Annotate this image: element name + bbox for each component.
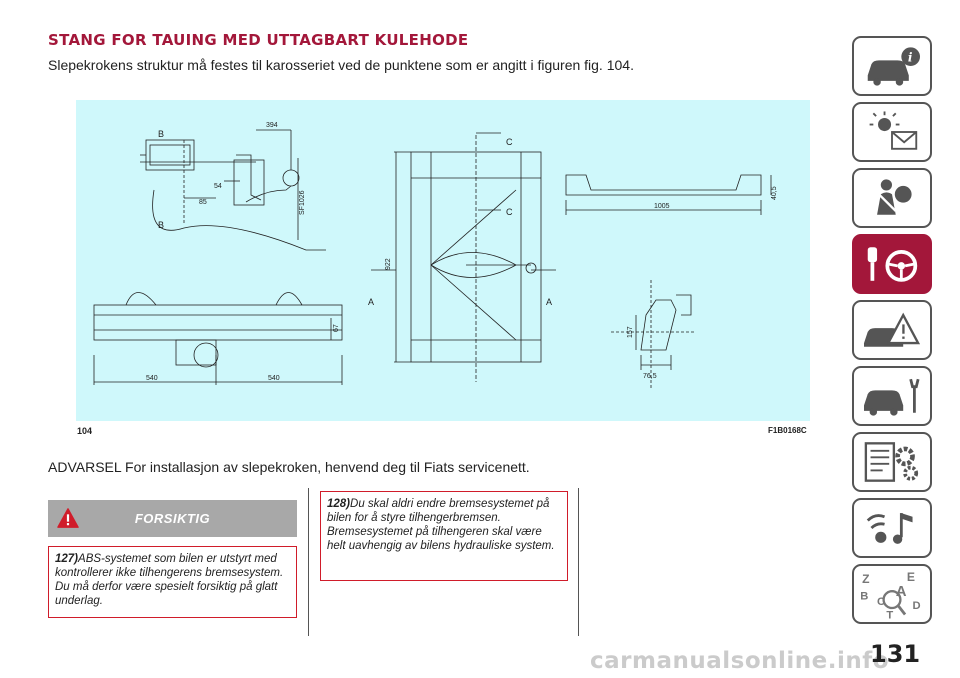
caution-header: FORSIKTIG (48, 500, 297, 537)
lights-message-icon (869, 111, 918, 150)
note-128: 128)Du skal aldri endre bremsesystemet p… (320, 491, 568, 581)
dim-922: 922 (385, 258, 392, 270)
figure-code: F1B0168C (768, 426, 807, 435)
dim-67: 67 (333, 324, 340, 332)
media-music-icon (866, 513, 913, 544)
dim-540-left: 540 (146, 375, 158, 382)
note-128-text: Du skal aldri endre bremsesystemet på bi… (327, 498, 555, 552)
dim-sw: SF1026 (299, 190, 306, 215)
index-letter-b: B (860, 591, 868, 603)
dim-540-right: 540 (268, 375, 280, 382)
car-warning-icon (864, 312, 921, 347)
note-127-number: 127) (55, 553, 79, 565)
watermark: carmanualsonline.info (590, 648, 890, 674)
tab-car-warning[interactable] (852, 300, 932, 360)
index-letter-t: T (886, 609, 893, 621)
tab-seatbelt-airbag[interactable] (852, 168, 932, 228)
warning-triangle-icon (57, 508, 79, 528)
label-c-mid: C (506, 207, 513, 217)
label-a-left: A (368, 297, 374, 307)
label-b-top: B (158, 129, 164, 139)
top-frame-rib-a (430, 189, 517, 266)
warning-paragraph: ADVARSEL For installasjon av slepekroken… (48, 459, 530, 475)
column-divider-left (308, 488, 309, 636)
figure-number: 104 (77, 426, 93, 436)
section-title: STANG FOR TAUING MED UTTAGBART KULEHODE (48, 31, 469, 49)
dim-54: 54 (214, 183, 222, 190)
car-info-icon: i (867, 47, 920, 86)
tab-specs-gears[interactable] (852, 432, 932, 492)
side-view-bracket (145, 139, 195, 171)
dim-76-5: 76,5 (643, 373, 657, 380)
side-view-bumper-curve (152, 189, 326, 251)
tab-key-steering-wheel[interactable] (852, 234, 932, 294)
specs-gears-icon (864, 442, 919, 482)
detail-bracket (640, 299, 677, 351)
note-128-number: 128) (327, 498, 351, 510)
index-letter-c: C (877, 596, 885, 608)
column-divider-right (578, 488, 579, 636)
tab-car-wrench[interactable] (852, 366, 932, 426)
index-letter-d: D (913, 600, 921, 612)
rear-view-bar (93, 304, 343, 341)
dim-157: 157 (627, 326, 634, 338)
page-number: 131 (870, 640, 921, 668)
drawing-svg: B B C C A A 394 54 85 SF1026 922 1005 40… (93, 122, 778, 390)
car-wrench-icon (864, 378, 920, 416)
tow-bar-technical-drawing: B B C C A A 394 54 85 SF1026 922 1005 40… (76, 100, 810, 421)
caution-title: FORSIKTIG (134, 511, 211, 526)
index-letter-e: E (907, 570, 915, 584)
tab-alphabet-index[interactable]: Z E A B C T D (852, 564, 932, 624)
label-a-right: A (546, 297, 552, 307)
label-c-top: C (506, 137, 513, 147)
label-b-bottom: B (158, 220, 164, 230)
dim-40-5: 40,5 (771, 186, 778, 200)
alphabet-index-icon: Z E A B C T D (860, 570, 921, 621)
note-127-text: ABS-systemet som bilen er utstyrt med ko… (55, 553, 284, 607)
tab-car-info[interactable]: i (852, 36, 932, 96)
index-letter-a: A (896, 583, 907, 600)
tab-lights-message[interactable] (852, 102, 932, 162)
cross-bar-outline (565, 174, 762, 196)
magnifier-icon (882, 590, 902, 610)
svg-text:i: i (908, 50, 913, 64)
tab-media-music[interactable] (852, 498, 932, 558)
dim-1005: 1005 (654, 203, 670, 210)
dim-394: 394 (266, 122, 278, 129)
side-view-arm (236, 154, 262, 201)
seatbelt-airbag-icon (877, 179, 912, 215)
top-frame-outline (410, 151, 542, 363)
index-letter-z: Z (862, 572, 870, 586)
note-127: 127)ABS-systemet som bilen er utstyrt me… (48, 546, 297, 618)
dim-85: 85 (199, 199, 207, 206)
side-view-ball (282, 169, 300, 187)
intro-paragraph: Slepekrokens struktur må festes til karo… (48, 57, 634, 73)
key-steering-wheel-icon (867, 247, 918, 282)
rear-view-ball (193, 342, 219, 368)
